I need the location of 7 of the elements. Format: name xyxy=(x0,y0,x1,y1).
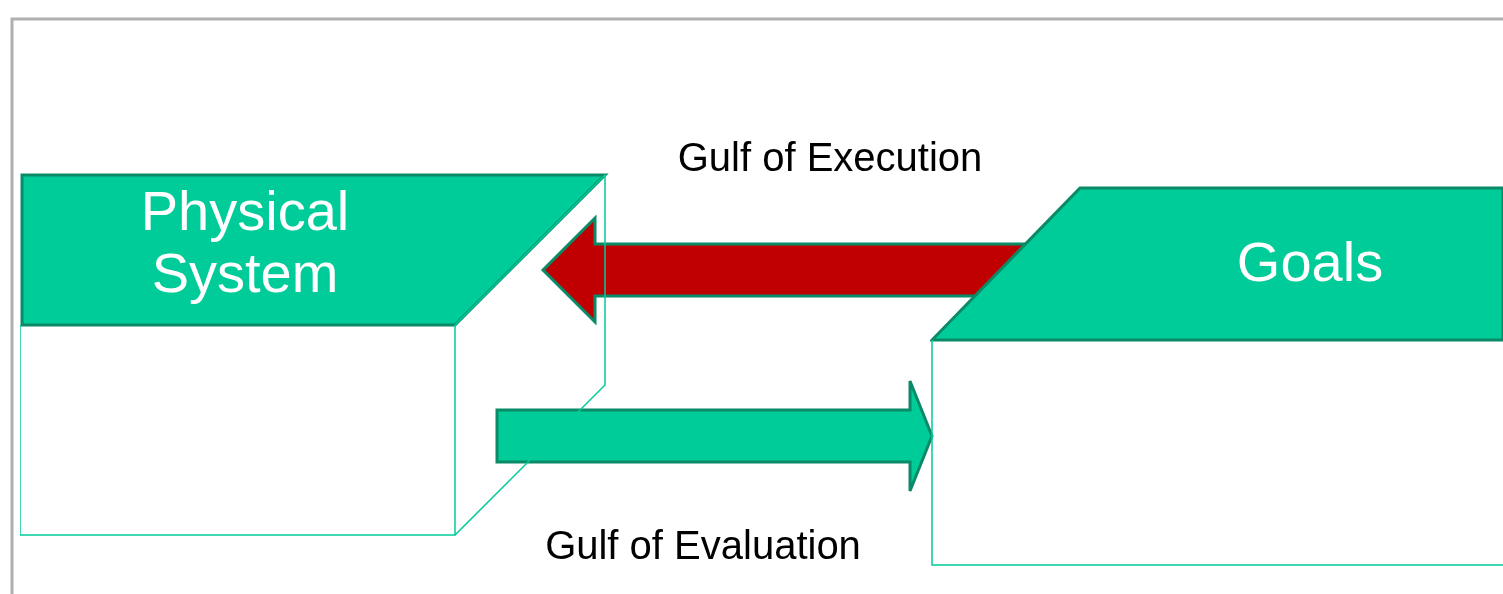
block-label: Goals xyxy=(1235,231,1385,293)
block-arrow xyxy=(495,379,934,493)
block-arrow xyxy=(540,214,1027,326)
block-label: Physical System xyxy=(139,180,351,304)
edge-label: Gulf of Evaluation xyxy=(545,525,861,565)
block-shape xyxy=(930,186,1503,568)
edge-label: Gulf of Execution xyxy=(677,137,983,177)
